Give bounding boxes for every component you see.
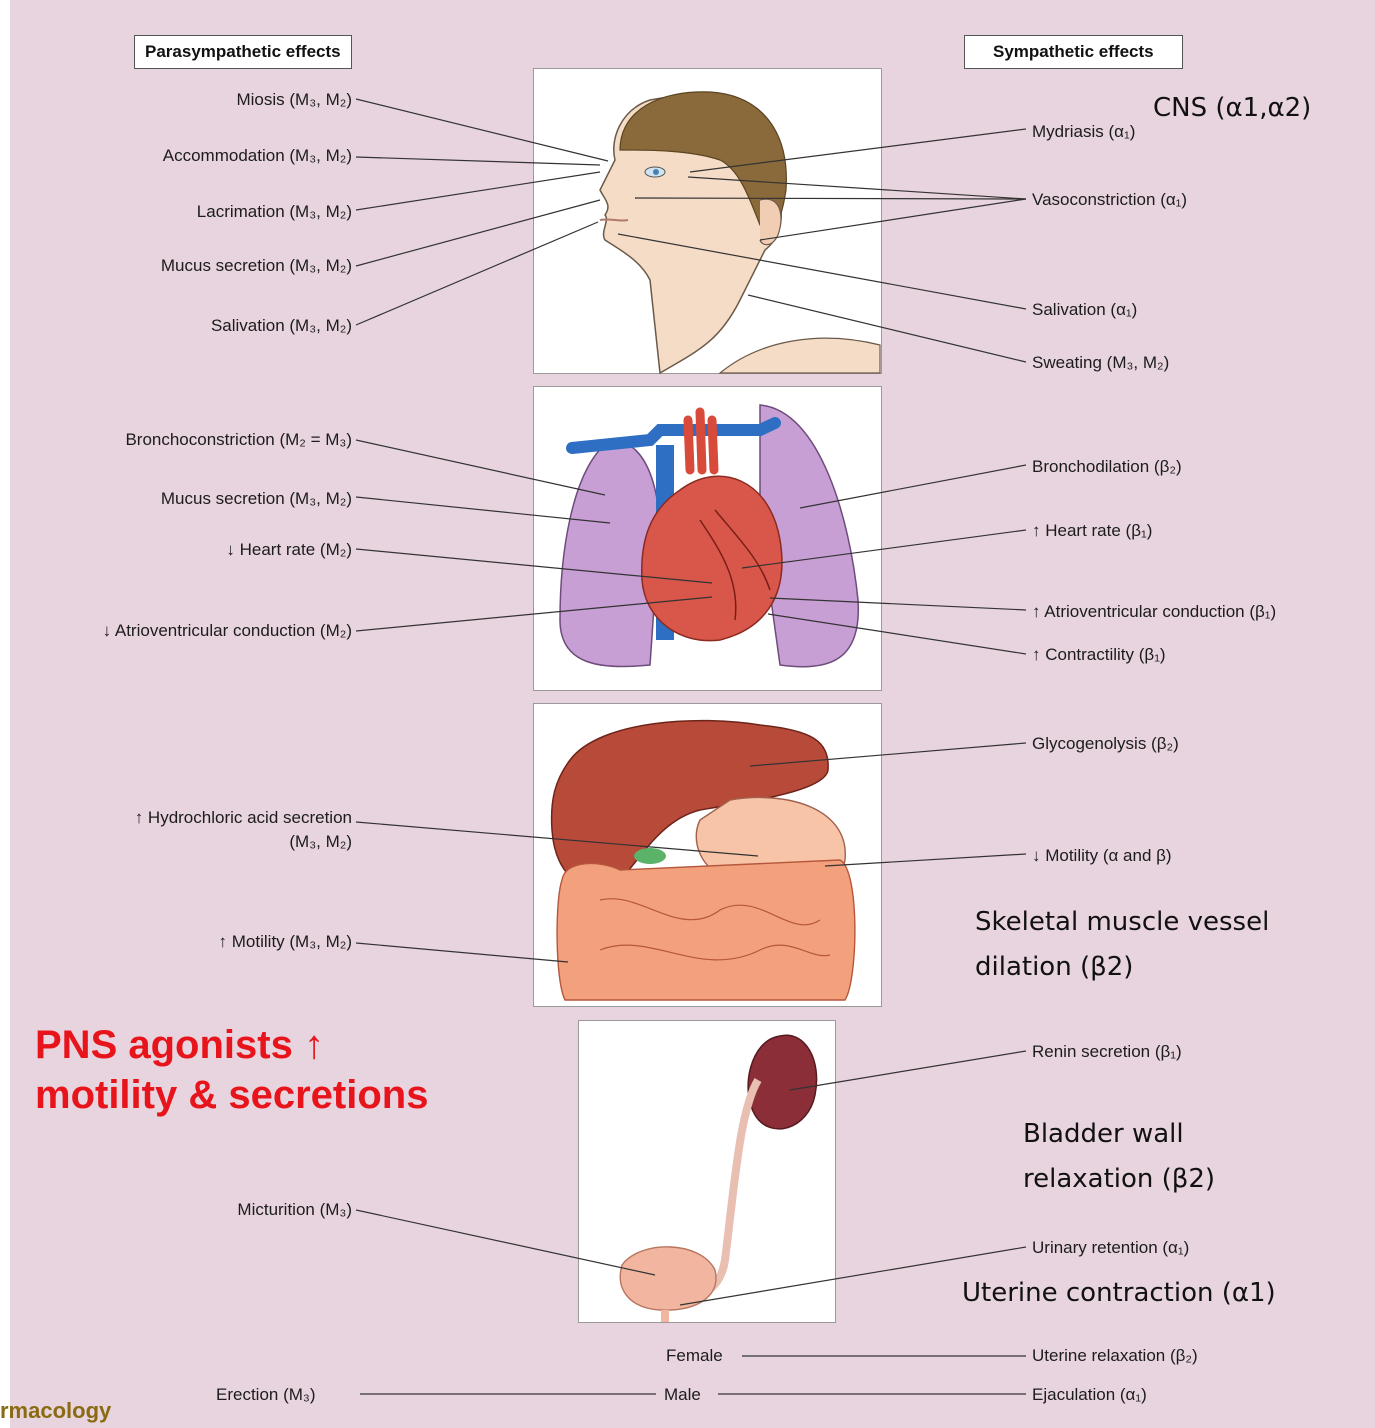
label-glycogenolysis: Glycogenolysis (β₂) bbox=[1032, 734, 1179, 754]
pns-agonists-line2: motility & secretions bbox=[35, 1072, 428, 1118]
label-av-conduction-increase: ↑ Atrioventricular conduction (β₁) bbox=[1032, 602, 1276, 622]
label-motility-increase: ↑ Motility (M₃, M₂) bbox=[219, 932, 352, 952]
label-lacrimation: Lacrimation (M₃, M₂) bbox=[197, 202, 352, 222]
label-male: Male bbox=[664, 1385, 701, 1405]
annotation-bladder-line1: Bladder wall bbox=[1023, 1112, 1184, 1156]
label-mucus-secretion-lung: Mucus secretion (M₃, M₂) bbox=[161, 489, 352, 509]
label-heart-rate-increase: ↑ Heart rate (β₁) bbox=[1032, 521, 1152, 541]
label-bronchodilation: Bronchodilation (β₂) bbox=[1032, 457, 1182, 477]
label-av-conduction-decrease: ↓ Atrioventricular conduction (M₂) bbox=[103, 621, 352, 641]
pns-agonists-line1: PNS agonists ↑ bbox=[35, 1022, 324, 1068]
label-hcl-receptors: (M₃, M₂) bbox=[289, 832, 352, 852]
label-micturition: Micturition (M₃) bbox=[237, 1200, 352, 1220]
head-illustration bbox=[600, 92, 880, 373]
label-accommodation: Accommodation (M₃, M₂) bbox=[163, 146, 352, 166]
annotation-skeletal-line1: Skeletal muscle vessel bbox=[975, 900, 1269, 944]
urinary-illustration bbox=[620, 1035, 816, 1322]
label-contractility: ↑ Contractility (β₁) bbox=[1032, 645, 1166, 665]
thorax-illustration bbox=[560, 405, 858, 667]
annotation-bladder-line2: relaxation (β2) bbox=[1023, 1157, 1215, 1201]
label-female: Female bbox=[666, 1346, 723, 1366]
label-urinary-retention: Urinary retention (α₁) bbox=[1032, 1238, 1189, 1258]
label-mucus-secretion-eye: Mucus secretion (M₃, M₂) bbox=[161, 256, 352, 276]
label-salivation-para: Salivation (M₃, M₂) bbox=[211, 316, 352, 336]
label-erection: Erection (M₃) bbox=[216, 1385, 316, 1405]
label-renin-secretion: Renin secretion (β₁) bbox=[1032, 1042, 1182, 1062]
abdomen-illustration bbox=[552, 721, 855, 1000]
annotation-uterine-contraction: Uterine contraction (α1) bbox=[962, 1271, 1276, 1315]
annotation-skeletal-line2: dilation (β2) bbox=[975, 945, 1133, 989]
sympathetic-header: Sympathetic effects bbox=[964, 35, 1183, 69]
annotation-cns: CNS (α1,α2) bbox=[1153, 86, 1311, 130]
parasympathetic-header: Parasympathetic effects bbox=[134, 35, 352, 69]
label-ejaculation: Ejaculation (α₁) bbox=[1032, 1385, 1147, 1405]
label-motility-decrease: ↓ Motility (α and β) bbox=[1032, 846, 1172, 866]
label-bronchoconstriction: Bronchoconstriction (M₂ = M₃) bbox=[125, 430, 352, 450]
label-miosis: Miosis (M₃, M₂) bbox=[236, 90, 352, 110]
label-hcl-secretion: ↑ Hydrochloric acid secretion bbox=[135, 808, 352, 828]
label-mydriasis: Mydriasis (α₁) bbox=[1032, 122, 1135, 142]
label-heart-rate-decrease: ↓ Heart rate (M₂) bbox=[226, 540, 352, 560]
label-uterine-relaxation: Uterine relaxation (β₂) bbox=[1032, 1346, 1198, 1366]
label-vasoconstriction: Vasoconstriction (α₁) bbox=[1032, 190, 1187, 210]
label-sweating: Sweating (M₃, M₂) bbox=[1032, 353, 1169, 373]
label-salivation-symp: Salivation (α₁) bbox=[1032, 300, 1137, 320]
footer-text: rmacology bbox=[0, 1398, 111, 1424]
